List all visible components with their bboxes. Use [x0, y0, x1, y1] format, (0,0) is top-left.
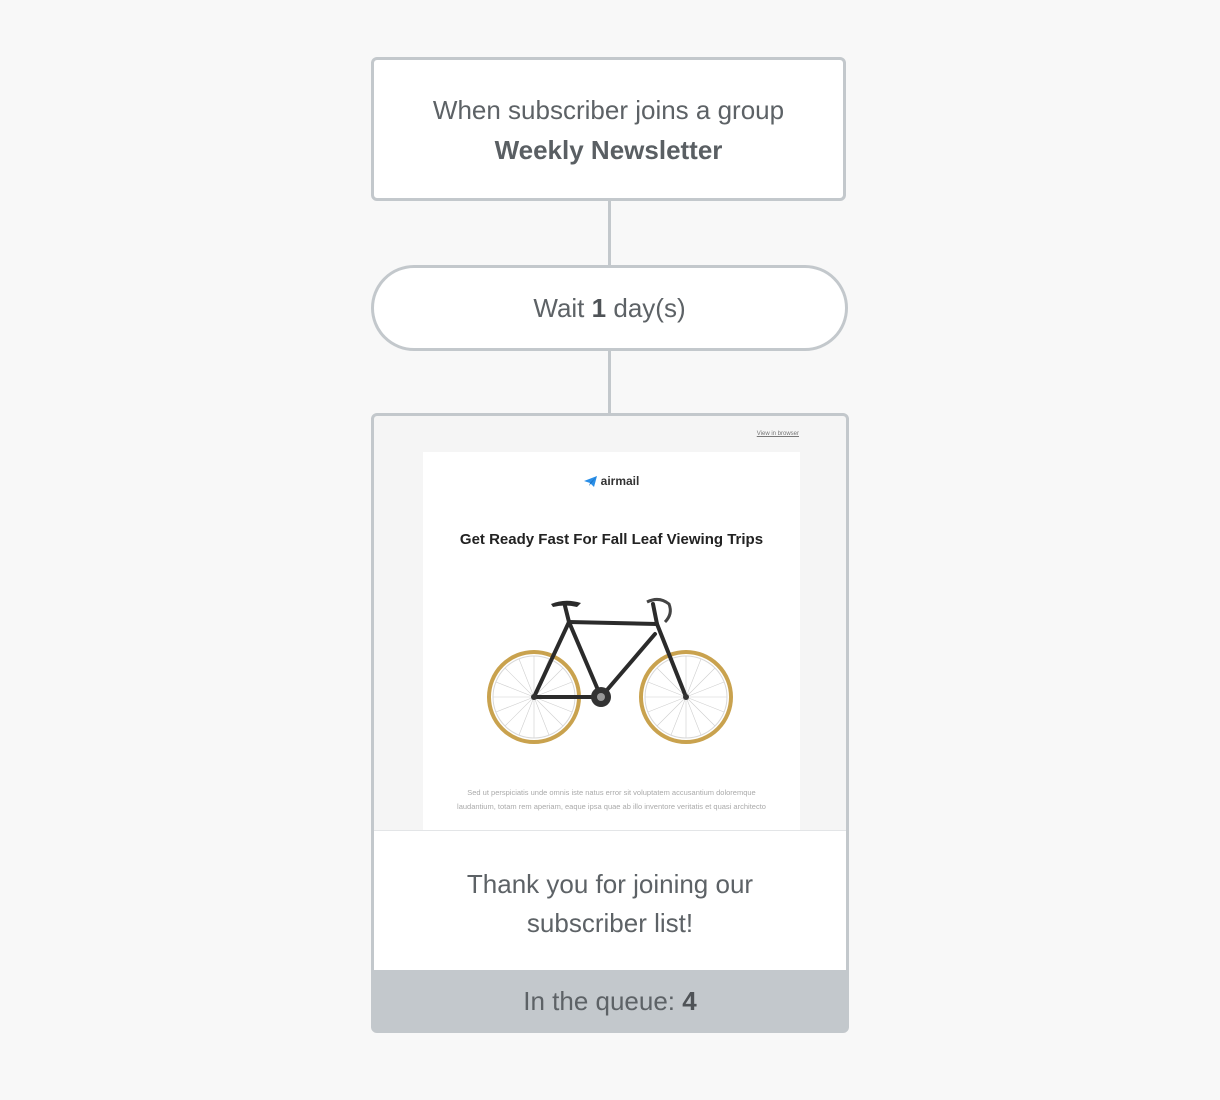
wait-unit: day(s): [613, 293, 686, 323]
airmail-logo: airmail: [423, 474, 800, 488]
trigger-description: When subscriber joins a group: [432, 95, 785, 125]
trigger-group-name: Weekly Newsletter: [494, 135, 723, 165]
paper-plane-icon: [583, 476, 597, 487]
bicycle-image: [487, 597, 733, 744]
connector-line: [608, 201, 611, 265]
queue-count: 4: [682, 986, 697, 1016]
email-subject-caption: Thank you for joining our subscriber lis…: [374, 830, 846, 970]
email-body: airmail Get Ready Fast For Fall Leaf Vie…: [423, 452, 800, 830]
email-body-text: Sed ut perspiciatis unde omnis iste natu…: [457, 788, 766, 811]
email-headline: Get Ready Fast For Fall Leaf Viewing Tri…: [459, 531, 764, 548]
logo-text: airmail: [600, 474, 640, 488]
wait-step-pill[interactable]: Wait 1 day(s): [371, 265, 848, 351]
queue-label: In the queue:: [523, 986, 676, 1016]
connector-line: [608, 351, 611, 413]
queue-status-footer: In the queue: 4: [374, 970, 846, 1030]
wait-prefix: Wait: [533, 293, 585, 323]
wait-amount: 1: [591, 293, 607, 323]
view-in-browser-link: View in browser: [756, 431, 799, 437]
email-caption-text: Thank you for joining our subscriber lis…: [466, 869, 754, 938]
trigger-step-card[interactable]: When subscriber joins a group Weekly New…: [371, 57, 846, 201]
email-step-card[interactable]: View in browser airmail Get Ready Fast F…: [371, 413, 849, 1033]
email-preview: View in browser airmail Get Ready Fast F…: [374, 416, 846, 830]
